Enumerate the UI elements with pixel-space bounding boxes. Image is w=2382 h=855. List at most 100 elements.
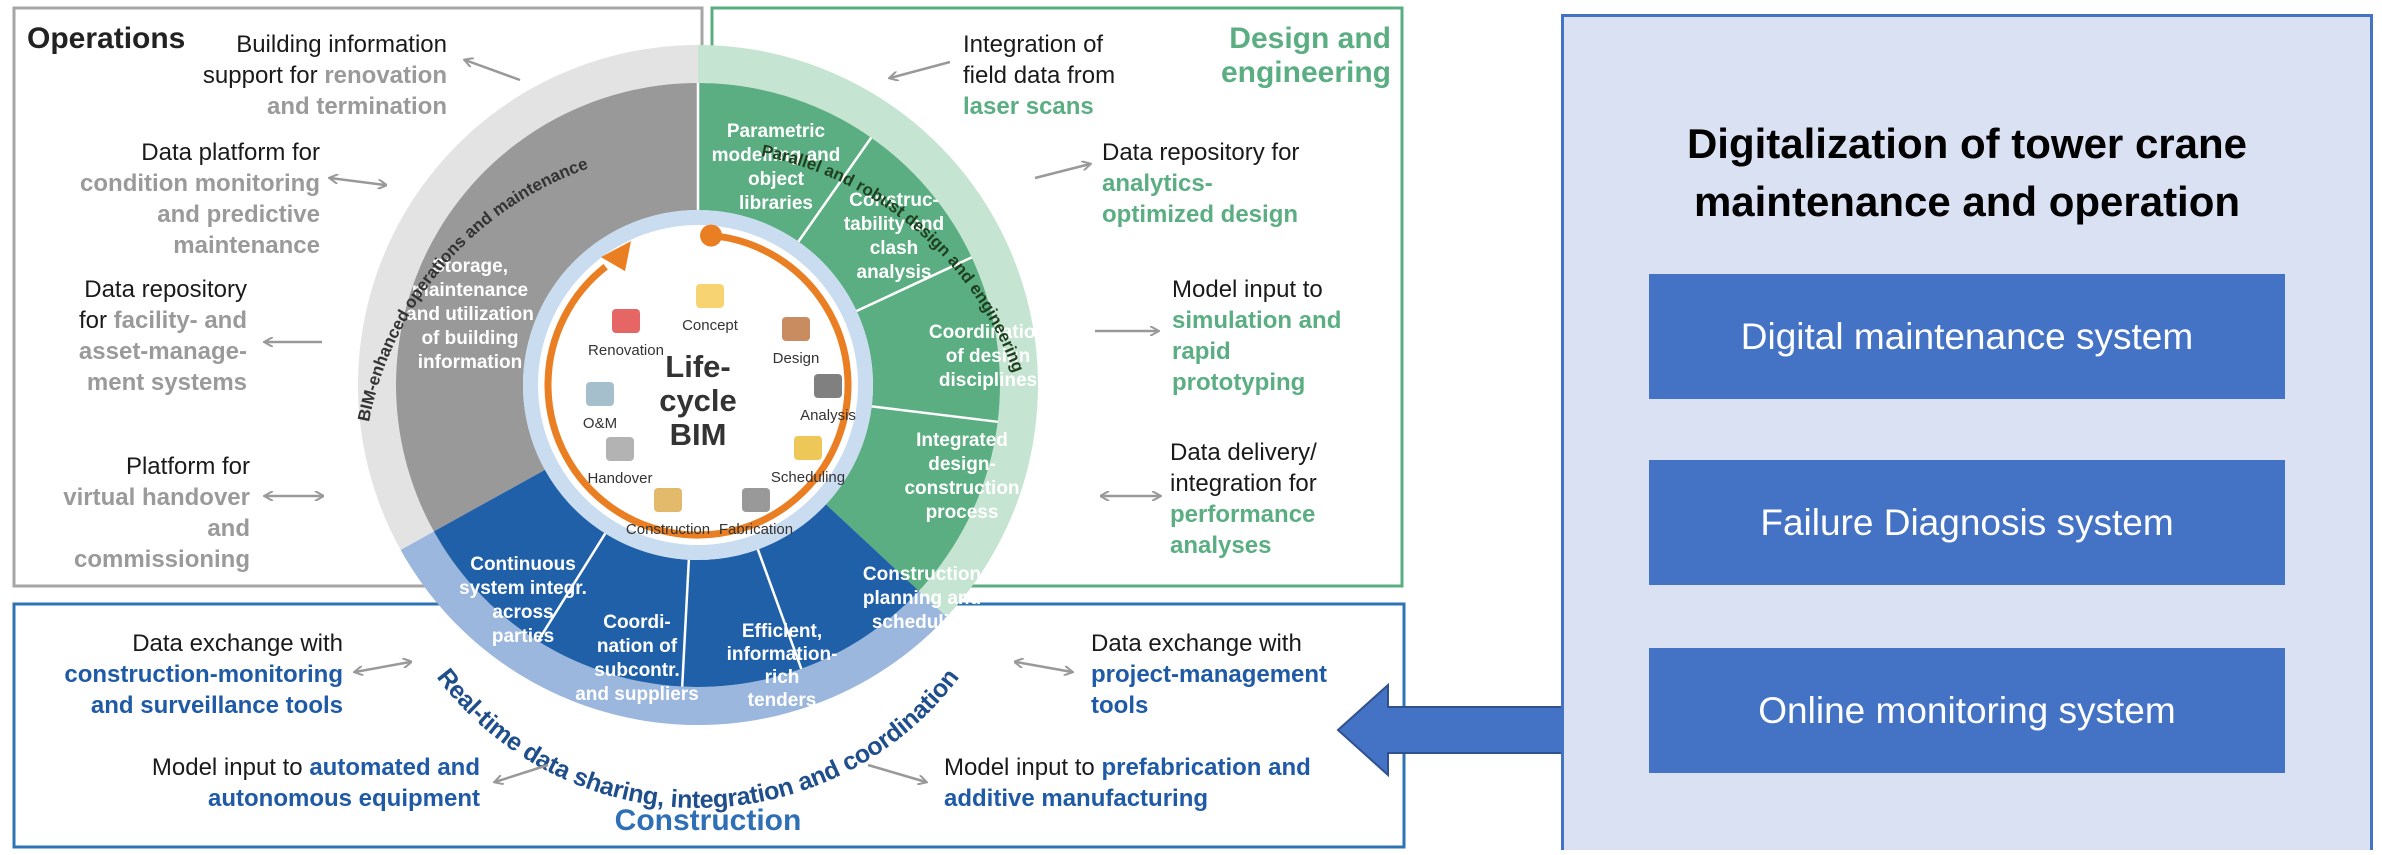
design-laser-label: Integration of bbox=[963, 31, 1103, 58]
segment-continuous: system integr. bbox=[459, 578, 587, 599]
ops-condition-label: maintenance bbox=[173, 232, 320, 259]
design-performance-label: Data delivery/ bbox=[1170, 439, 1317, 466]
design-segment bbox=[698, 83, 1001, 591]
construction-autonomous-label: autonomous equipment bbox=[208, 785, 480, 812]
segment-integrated: Integrated bbox=[916, 430, 1008, 451]
phase-icon bbox=[696, 284, 724, 308]
connector-arrow bbox=[1034, 164, 1090, 180]
phase-label: Fabrication bbox=[719, 521, 793, 538]
segment-planning: scheduling bbox=[872, 612, 972, 633]
segment-constructability: tability and bbox=[844, 214, 944, 235]
segment-storage: Storage, bbox=[432, 256, 508, 277]
ops-renovation-label: and termination bbox=[267, 93, 447, 120]
ops-handover-label: Platform for bbox=[126, 453, 250, 480]
design-laser-label: field data from bbox=[963, 62, 1115, 89]
segment-tenders: rich bbox=[765, 667, 800, 688]
construction-prefab-label: additive manufacturing bbox=[944, 785, 1208, 812]
segment-parametric: libraries bbox=[739, 193, 813, 214]
segment-storage: and utilization bbox=[406, 304, 534, 325]
segment-tenders: information- bbox=[727, 644, 838, 665]
phase-icon bbox=[606, 437, 634, 461]
phase-label: Construction bbox=[626, 521, 710, 538]
segment-parametric: modelling and bbox=[712, 145, 841, 166]
segment-tenders: Efficient, bbox=[742, 621, 822, 642]
design-performance-label: integration for bbox=[1170, 470, 1317, 497]
design-heading: Design and bbox=[1229, 22, 1391, 55]
connector-arrow bbox=[355, 662, 410, 672]
construction-monitoring-label: Data exchange with bbox=[132, 630, 343, 657]
phase-label: Concept bbox=[682, 317, 739, 334]
segment-storage: of building bbox=[421, 328, 518, 349]
segment-divider bbox=[856, 256, 973, 313]
side-labels: Building information support for renovati… bbox=[63, 31, 1341, 812]
ops-handover-label: virtual handover bbox=[63, 484, 250, 511]
segment-storage: maintenance bbox=[412, 280, 528, 301]
phase-icon bbox=[742, 488, 770, 512]
construction-heading: Construction bbox=[615, 804, 802, 837]
failure-diagnosis-system-box: Failure Diagnosis system bbox=[1649, 460, 2285, 585]
construction-monitoring-label: construction-monitoring bbox=[64, 661, 343, 688]
construction-ring-band bbox=[400, 531, 947, 726]
segment-coordination: disciplines bbox=[939, 370, 1037, 391]
connector-arrow bbox=[465, 60, 521, 82]
design-performance-label: analyses bbox=[1170, 532, 1271, 559]
online-monitoring-system-box: Online monitoring system bbox=[1649, 648, 2285, 773]
operations-segment bbox=[396, 83, 698, 532]
phase-label: Renovation bbox=[588, 342, 664, 359]
segment-integrated: construction bbox=[904, 478, 1019, 499]
construction-project-label: Data exchange with bbox=[1091, 630, 1302, 657]
segment-integrated: process bbox=[926, 502, 999, 523]
segment-planning: Construction bbox=[863, 564, 981, 585]
construction-prefab-label: Model input to prefabrication and bbox=[944, 754, 1311, 781]
segment-tenders: tenders bbox=[748, 690, 817, 711]
segment-subcontractors: nation of bbox=[597, 636, 678, 657]
ops-facility-label: Data repository bbox=[84, 276, 247, 303]
design-simulation-label: rapid bbox=[1172, 338, 1231, 365]
construction-autonomous-label: Model input to automated and bbox=[152, 754, 480, 781]
connector-arrow bbox=[890, 60, 951, 78]
construction-project-label: project-management bbox=[1091, 661, 1327, 688]
design-analytics-label: Data repository for bbox=[1102, 139, 1299, 166]
ops-renovation-label: support for renovation bbox=[203, 62, 447, 89]
digital-maintenance-system-box: Digital maintenance system bbox=[1649, 274, 2285, 399]
segment-divider bbox=[536, 532, 607, 642]
segment-constructability: Construc- bbox=[849, 190, 939, 211]
segment-constructability: analysis bbox=[857, 262, 932, 283]
phase-label: Scheduling bbox=[771, 469, 845, 486]
segment-subcontractors: subcontr. bbox=[594, 660, 680, 681]
segment-coordination: Coordination bbox=[929, 322, 1047, 343]
center-label: BIM bbox=[670, 417, 727, 452]
ops-facility-label: asset-manage- bbox=[79, 338, 247, 365]
ops-facility-label: ment systems bbox=[87, 369, 247, 396]
design-performance-label: performance bbox=[1170, 501, 1315, 528]
inner-disc bbox=[538, 225, 858, 545]
ops-condition-label: Data platform for bbox=[141, 139, 320, 166]
design-simulation-label: Model input to bbox=[1172, 276, 1323, 303]
connector-arrow bbox=[330, 178, 385, 185]
ops-renovation-label: Building information bbox=[236, 31, 447, 58]
design-ring-band bbox=[698, 45, 1039, 617]
segment-storage: information bbox=[418, 352, 523, 373]
construction-project-label: tools bbox=[1091, 692, 1148, 719]
segment-continuous: parties bbox=[492, 626, 554, 647]
segment-divider bbox=[756, 549, 803, 670]
phase-label: O&M bbox=[583, 415, 617, 432]
lifecycle-arrow bbox=[544, 232, 852, 539]
ops-handover-label: and bbox=[207, 515, 250, 542]
design-analytics-label: optimized design bbox=[1102, 201, 1298, 228]
phase-label: Analysis bbox=[800, 407, 856, 424]
segment-parametric: Parametric bbox=[727, 121, 826, 142]
connector-arrow bbox=[1016, 662, 1072, 672]
construction-segment bbox=[433, 469, 919, 687]
phase-label: Handover bbox=[587, 470, 652, 487]
operations-ring-band bbox=[357, 45, 698, 550]
segment-subcontractors: and suppliers bbox=[575, 684, 699, 705]
panel-title-line-1: Digitalization of tower crane bbox=[1686, 120, 2248, 167]
segment-planning: planning and bbox=[863, 588, 981, 609]
phase-icon bbox=[612, 309, 640, 333]
segment-divider bbox=[871, 405, 998, 424]
side-arrows bbox=[265, 60, 1160, 782]
segment-continuous: across bbox=[492, 602, 553, 623]
ops-condition-label: and predictive bbox=[157, 201, 320, 228]
